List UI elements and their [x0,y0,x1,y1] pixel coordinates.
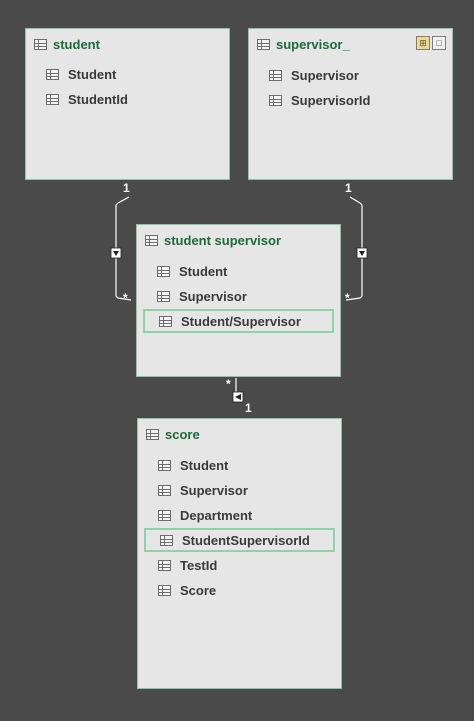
field-supervisor[interactable]: Supervisor [269,65,359,85]
field-studentid[interactable]: StudentId [46,89,128,109]
table-icon [257,39,270,50]
field-score[interactable]: Score [158,580,216,600]
column-icon [158,584,171,596]
cardinality-one-right: 1 [345,181,352,195]
table-supervisor[interactable]: supervisor_ ⊞ □ Supervisor SupervisorId [248,28,453,180]
table-score[interactable]: score Student Supervisor Department Stud… [137,418,342,689]
column-icon [158,509,171,521]
field-supervisorid[interactable]: SupervisorId [269,90,370,110]
column-icon [158,484,171,496]
column-icon [158,459,171,471]
hierarchy-icon[interactable]: ⊞ [416,36,430,50]
cardinality-many-right: * [345,291,350,305]
table-title: score [165,427,200,442]
field-student[interactable]: Student [158,455,228,475]
field-student[interactable]: Student [157,261,227,281]
table-title: student supervisor [164,233,282,248]
field-studentsupervisorid-selected[interactable]: StudentSupervisorId [144,528,335,552]
table-title: student [53,37,100,52]
column-icon [158,559,171,571]
column-icon [269,94,282,106]
field-testid[interactable]: TestId [158,555,217,575]
table-student-supervisor[interactable]: student supervisor Student Supervisor St… [136,224,341,377]
table-icon [146,429,159,440]
maximize-icon[interactable]: □ [432,36,446,50]
cardinality-one-left: 1 [123,181,130,195]
column-icon [160,534,173,546]
table-icon [145,235,158,246]
column-icon [157,290,170,302]
table-student[interactable]: student Student StudentId [25,28,230,180]
cardinality-many-bottom: * [226,377,231,391]
table-title: supervisor_ [276,37,350,52]
table-icon [34,39,47,50]
column-icon [269,69,282,81]
column-icon [46,68,59,80]
column-icon [159,315,172,327]
field-student-supervisor-selected[interactable]: Student/Supervisor [143,309,334,333]
cardinality-one-bottom: 1 [245,401,252,415]
column-icon [157,265,170,277]
field-student[interactable]: Student [46,64,116,84]
field-supervisor[interactable]: Supervisor [157,286,247,306]
column-icon [46,93,59,105]
cardinality-many-left: * [123,291,128,305]
field-department[interactable]: Department [158,505,252,525]
field-supervisor[interactable]: Supervisor [158,480,248,500]
